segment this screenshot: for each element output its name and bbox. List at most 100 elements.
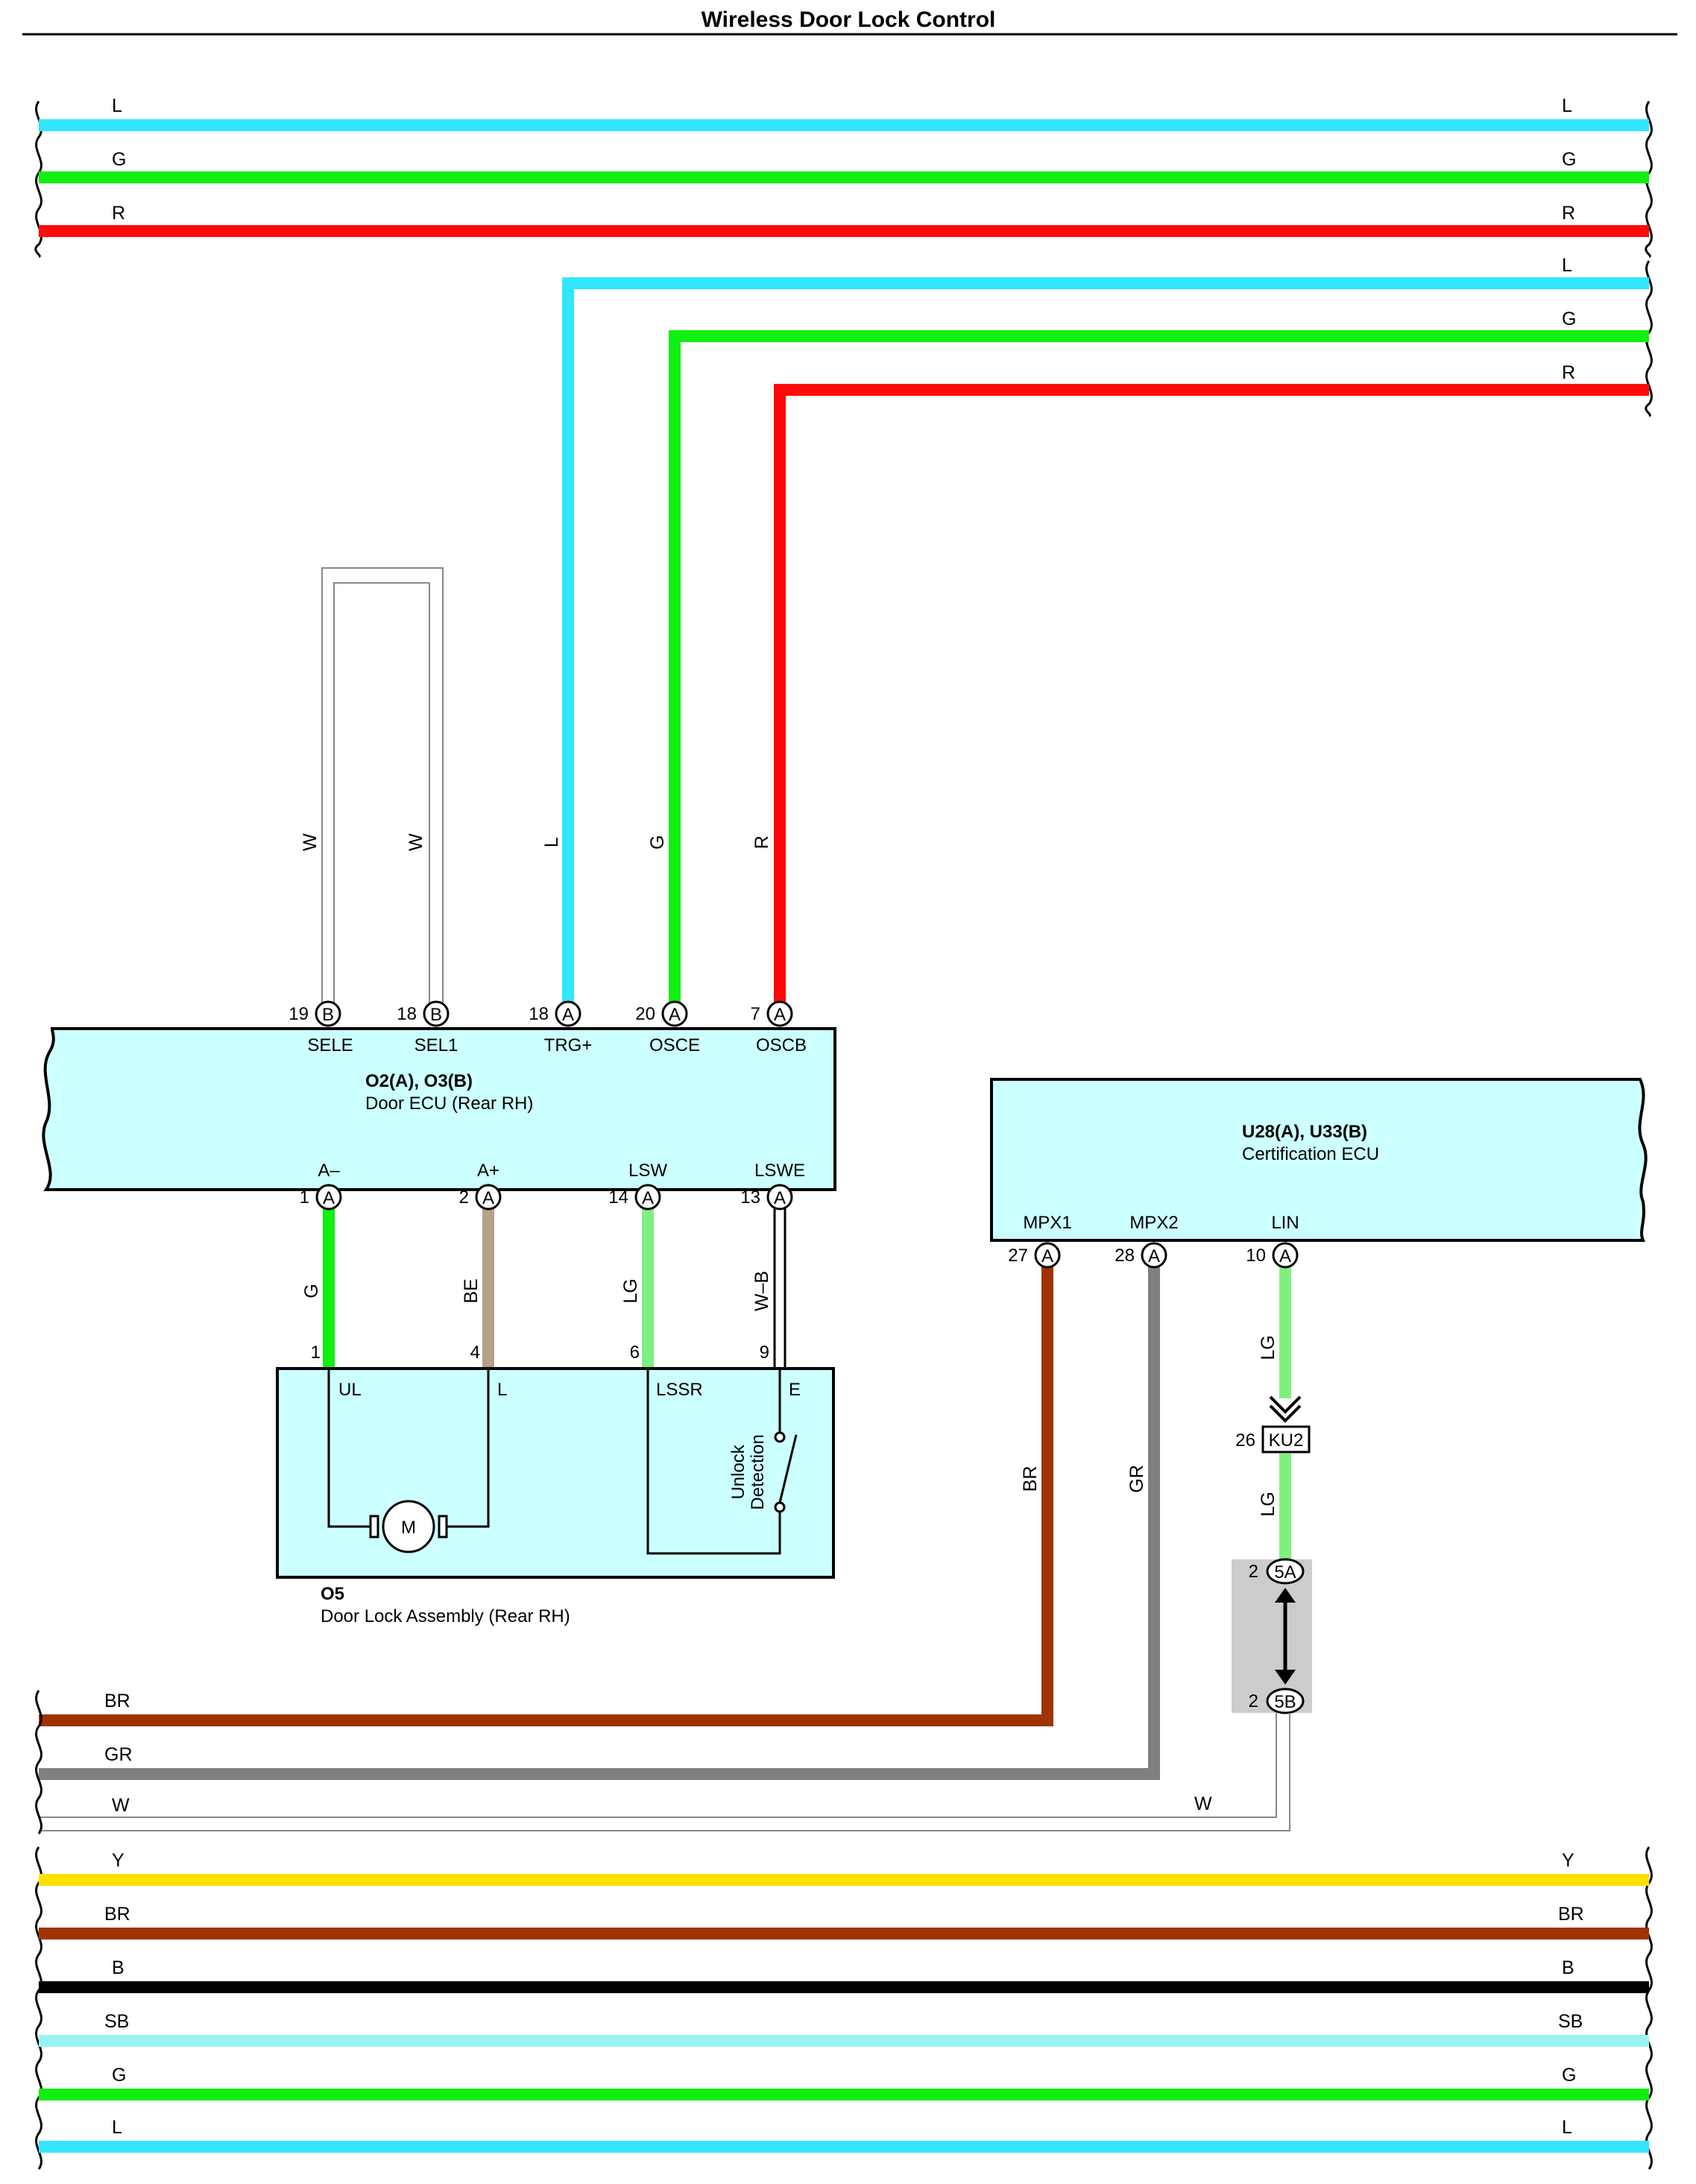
junction-connector: 5A 2 5B 2 — [1232, 1558, 1312, 1714]
branch-label-g: G — [1562, 309, 1576, 329]
top-bus: L L G G R R — [34, 95, 1653, 258]
connector-letter: A — [774, 1188, 786, 1208]
wire-label-lg: LG — [620, 1278, 641, 1303]
bottom-bus: Y Y BR BR B B SB SB G G L L — [35, 1846, 1653, 2170]
terminal-label: SEL1 — [414, 1035, 458, 1055]
junction-5a-pin: 2 — [1249, 1562, 1258, 1582]
lock-pin-6: 6 — [630, 1342, 640, 1363]
wire-label-g: G — [301, 1284, 322, 1298]
connector-circle — [555, 1000, 581, 1027]
bottom-bus-label-br-right: BR — [1558, 1904, 1584, 1925]
junction-5a — [1266, 1558, 1305, 1585]
feed-label-gr: GR — [104, 1744, 133, 1765]
terminal-label: TRG+ — [544, 1035, 593, 1055]
door-ecu-pin-osce: A 20 OSCE — [635, 1000, 700, 1055]
chevron-down-icon — [1269, 1395, 1302, 1423]
lock-pin-1: 1 — [311, 1342, 321, 1363]
connector-circle — [315, 1184, 342, 1211]
cert-ecu-pin-mpx1: A 27 — [1008, 1242, 1061, 1269]
pin-number: 20 — [635, 1004, 655, 1024]
feed-label-br: BR — [104, 1691, 130, 1711]
diagram-title: Wireless Door Lock Control — [702, 7, 996, 32]
connector-letter: A — [1041, 1246, 1053, 1266]
wire-w-inner — [39, 1713, 1277, 1818]
connector-circle — [1034, 1242, 1061, 1269]
cert-ecu-name: U28(A), U33(B) — [1242, 1122, 1367, 1142]
pin-number: 18 — [397, 1004, 417, 1024]
bottom-bus-label-g-left: G — [112, 2065, 126, 2086]
connector-circle — [766, 1000, 793, 1027]
branch-wire-g — [669, 330, 1649, 1008]
bottom-bus-label-sb-left: SB — [104, 2011, 129, 2032]
connector-letter: A — [482, 1188, 494, 1208]
branch-wire-l — [562, 277, 1649, 1008]
lock-term-ul: UL — [338, 1380, 362, 1400]
lock-term-e: E — [789, 1380, 801, 1400]
break-mark-left — [34, 101, 42, 258]
lock-term-lssr: LSSR — [656, 1380, 703, 1400]
break-mark-right-branch — [1645, 260, 1653, 417]
connector-circle — [1141, 1242, 1167, 1269]
switch-contact-bottom — [774, 1501, 786, 1513]
connector-letter: A — [1279, 1246, 1291, 1266]
pin-number: 1 — [300, 1187, 309, 1208]
door-lock-name: O5 — [321, 1584, 344, 1604]
pin-number: 10 — [1246, 1246, 1266, 1266]
door-ecu: O2(A), O3(B) Door ECU (Rear RH) B 19 SEL… — [42, 1000, 836, 1191]
cert-ecu-pin-lin: A 10 — [1246, 1242, 1299, 1269]
door-ecu-desc: Door ECU (Rear RH) — [365, 1093, 533, 1114]
door-ecu-pin-a-plus: A 2 — [459, 1184, 502, 1211]
door-lock-body — [276, 1367, 835, 1579]
junction-5b-name: 5B — [1274, 1692, 1296, 1712]
bottom-feed: BR GR W — [35, 1690, 133, 1834]
door-ecu-pin-oscb: A 7 OSCB — [751, 1000, 807, 1055]
connector-circle — [1272, 1242, 1299, 1269]
wire-w-outer — [39, 1713, 1290, 1831]
door-ecu-pin-sel1: B 18 SEL1 — [397, 1000, 458, 1055]
door-ecu-body — [42, 1027, 836, 1191]
door-ecu-pin-trg: A 18 TRG+ — [529, 1000, 593, 1055]
connector-circle — [475, 1184, 502, 1211]
lock-pin-4: 4 — [470, 1342, 480, 1363]
wire-label-be: BE — [461, 1278, 482, 1303]
junction-background — [1232, 1559, 1312, 1713]
bottom-bus-label-g-right: G — [1562, 2065, 1576, 2086]
break-mark-bottom-feed — [35, 1690, 42, 1834]
bottom-bus-label-y-left: Y — [112, 1850, 124, 1871]
terminal-label-lswe: LSWE — [754, 1161, 805, 1181]
bottom-bus-label-y-right: Y — [1562, 1850, 1574, 1871]
terminal-label-lsw: LSW — [628, 1161, 667, 1181]
ku2-name: KU2 — [1269, 1430, 1304, 1451]
cert-ecu-body — [990, 1078, 1648, 1242]
wire-label-w-b: W–B — [751, 1271, 772, 1311]
top-bus-label-g-right: G — [1562, 149, 1576, 170]
wire-label-w-right: W — [1194, 1793, 1212, 1814]
cert-ecu-wires: A 27 A 28 A 10 BR GR LG LG KU2 26 5A — [39, 1242, 1312, 1831]
lock-pin-9: 9 — [760, 1342, 769, 1363]
terminal-label-a-plus: A+ — [477, 1161, 499, 1181]
switch-circuit-wire — [646, 1369, 781, 1555]
connector-letter: A — [669, 1005, 681, 1025]
top-bus-label-r-right: R — [1562, 203, 1575, 224]
wire-mpx1 — [39, 1258, 1053, 1726]
pin-number: 14 — [608, 1187, 628, 1208]
pin-number: 27 — [1008, 1246, 1028, 1266]
branch-vlabel-l: L — [541, 837, 562, 848]
switch-blade-icon — [778, 1434, 798, 1503]
junction-5b — [1266, 1688, 1305, 1714]
door-lock-assembly: UL L LSSR E M Unlock Detection O5 Door L… — [276, 1367, 835, 1626]
certification-ecu: U28(A), U33(B) Certification ECU MPX1 MP… — [990, 1078, 1648, 1242]
cert-ecu-pin-mpx2: A 28 — [1115, 1242, 1167, 1269]
branch-vlabel-g: G — [647, 835, 668, 849]
connector-letter: B — [430, 1005, 442, 1025]
pin-number: 19 — [289, 1004, 309, 1024]
wire-label-gr-vertical: GR — [1126, 1465, 1147, 1493]
pin-number: 2 — [459, 1187, 469, 1208]
cert-term-mpx1: MPX1 — [1023, 1213, 1071, 1233]
motor-label: M — [401, 1518, 416, 1538]
bottom-bus-label-b-right: B — [1562, 1957, 1574, 1978]
bottom-bus-label-l-right: L — [1562, 2117, 1572, 2138]
top-bus-label-g-left: G — [112, 149, 126, 170]
arrow-up-icon — [1275, 1588, 1296, 1603]
pin-number: 13 — [740, 1187, 760, 1208]
